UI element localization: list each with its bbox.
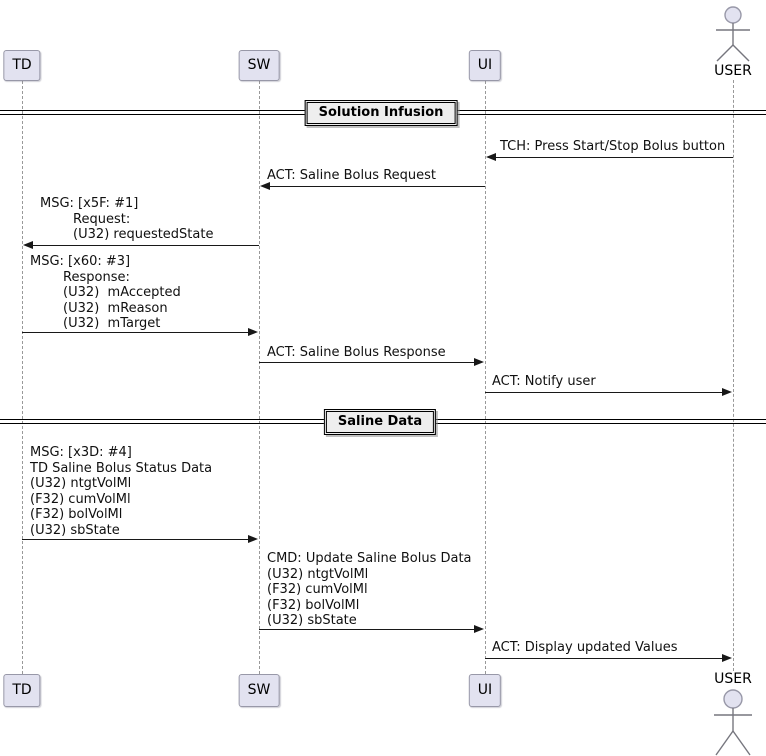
message-line [485,392,724,393]
participant-ui-bottom: UI [468,674,502,707]
participant-label: TD [12,57,32,73]
divider-label: Solution Infusion [318,105,444,120]
actor-user-label-bottom: USER [714,671,752,687]
message-line [485,658,724,659]
arrow-right-icon [248,535,258,543]
actor-user-icon [716,6,750,62]
arrow-left-icon [486,153,496,161]
message-line [22,539,250,540]
arrow-right-icon [722,388,732,396]
arrow-right-icon [248,328,258,336]
message-label: ACT: Saline Bolus Response [267,345,446,360]
divider-saline-data: Saline Data [323,409,437,435]
message-label: ACT: Display updated Values [492,640,678,655]
message-label: ACT: Notify user [492,374,596,389]
lifeline-ui [485,81,486,674]
divider-label: Saline Data [337,414,423,429]
actor-user-label-top: USER [714,63,752,79]
lifeline-sw [259,81,260,674]
divider-solution-infusion: Solution Infusion [304,100,458,126]
participant-sw-top: SW [238,50,280,81]
message-label: MSG: [x5F: #1] Request: (U32) requestedS… [40,196,214,242]
arrow-left-icon [260,182,270,190]
arrow-right-icon [474,358,484,366]
message-label: CMD: Update Saline Bolus Data (U32) ntgt… [267,551,472,628]
arrow-left-icon [23,241,33,249]
lifeline-td [22,81,23,674]
lifeline-user [733,80,734,671]
message-line [259,362,476,363]
participant-label: SW [247,682,271,698]
message-line [259,629,476,630]
message-label: TCH: Press Start/Stop Bolus button [500,139,726,154]
participant-label: UI [477,57,493,73]
arrow-right-icon [722,654,732,662]
participant-label: UI [477,682,493,698]
message-line [26,245,259,246]
message-line [22,332,250,333]
message-line [489,157,733,158]
participant-ui-top: UI [468,50,502,81]
message-label: MSG: [x60: #3] Response: (U32) mAccepted… [30,254,181,331]
participant-td-bottom: TD [3,674,41,707]
message-label: ACT: Saline Bolus Request [267,168,437,183]
participant-label: SW [247,57,271,73]
participant-label: TD [12,682,32,698]
participant-td-top: TD [3,50,41,81]
message-line [263,186,485,187]
actor-user-icon [714,689,752,756]
arrow-right-icon [474,625,484,633]
message-label: MSG: [x3D: #4] TD Saline Bolus Status Da… [30,445,213,538]
participant-sw-bottom: SW [238,674,280,707]
